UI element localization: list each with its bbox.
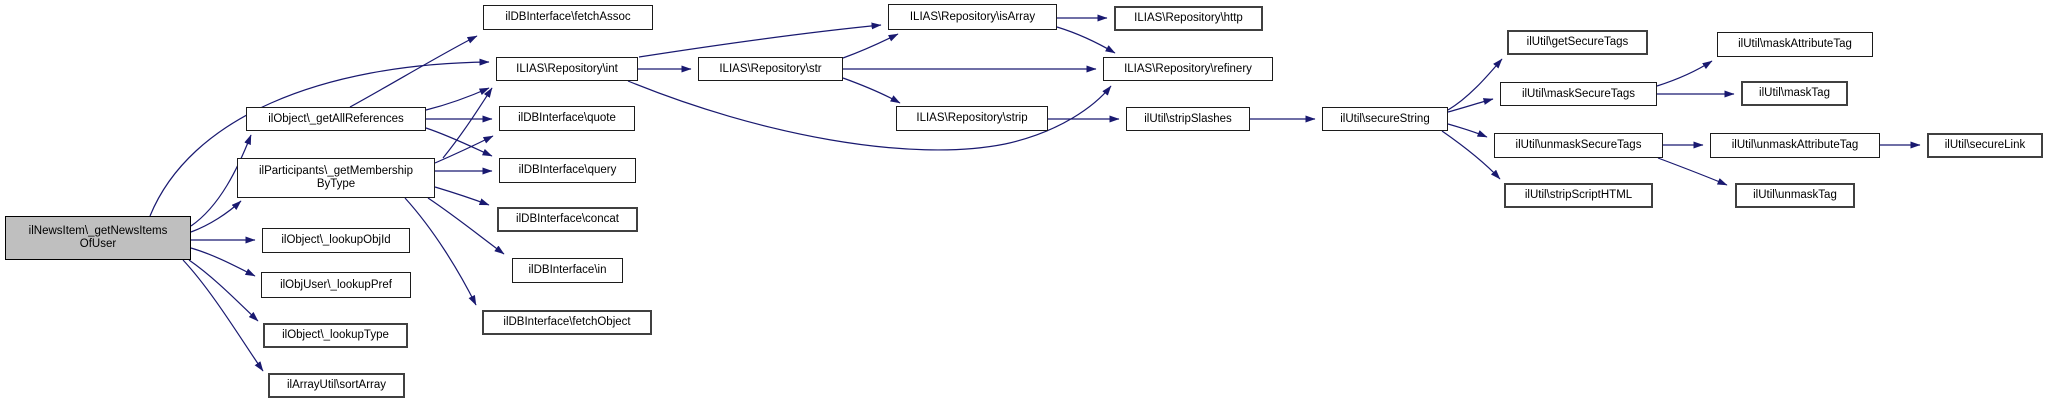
graph-node-label: ilUtil\unmaskTag (1753, 189, 1837, 201)
call-edge-repo-int-to-repo-refinery (627, 80, 1112, 151)
call-edge-repo-str-to-repo-strip (842, 77, 901, 104)
graph-node-strip-script-html[interactable]: ilUtil\stripScriptHTML (1504, 183, 1653, 208)
call-edge-secure-string-to-mask-secure-tags (1447, 98, 1494, 113)
graph-node-label: ilDBInterface\quote (518, 112, 616, 124)
graph-node-label: OfUser (79, 238, 117, 250)
graph-node-label: ilUtil\unmaskAttributeTag (1731, 139, 1859, 151)
graph-node-get-all-references[interactable]: ilObject\_getAllReferences (246, 107, 426, 131)
graph-node-label: ilDBInterface\fetchAssoc (505, 11, 631, 23)
graph-node-repo-str[interactable]: ILIAS\Repository\str (698, 57, 843, 81)
graph-node-label: ILIAS\Repository\http (1134, 12, 1243, 24)
call-edge-get-membership-by-type-to-quote (434, 135, 494, 164)
call-edge-secure-string-to-strip-script-html (1441, 130, 1501, 180)
graph-node-label: ilUtil\maskTag (1759, 87, 1830, 99)
call-edge-get-membership-by-type-to-fetch-object (404, 197, 477, 306)
graph-node-label: ilObject\_lookupType (282, 329, 389, 341)
graph-node-label: ilUtil\maskAttributeTag (1738, 38, 1852, 50)
graph-node-lookup-type[interactable]: ilObject\_lookupType (263, 323, 408, 348)
graph-node-label: ilArrayUtil\sortArray (286, 379, 387, 391)
call-edge-repo-is-array-to-repo-refinery (1056, 26, 1116, 54)
call-edge-secure-string-to-unmask-secure-tags (1447, 123, 1488, 138)
graph-node-lookup-obj-id[interactable]: ilObject\_lookupObjId (262, 228, 410, 253)
graph-node-label: ilObject\_lookupObjId (281, 234, 391, 246)
graph-node-repo-int[interactable]: ILIAS\Repository\int (496, 57, 638, 81)
call-edge-secure-string-to-get-secure-tags (1447, 58, 1503, 111)
call-edge-get-all-references-to-query (425, 127, 493, 157)
graph-node-query[interactable]: ilDBInterface\query (499, 158, 636, 183)
graph-node-label: ilDBInterface\concat (516, 213, 619, 225)
graph-node-label: ilParticipants\_getMembership (258, 165, 414, 177)
graph-node-mask-secure-tags[interactable]: ilUtil\maskSecureTags (1500, 82, 1657, 106)
call-edge-mask-secure-tags-to-mask-attribute-tag (1656, 60, 1713, 87)
graph-node-unmask-secure-tags[interactable]: ilUtil\unmaskSecureTags (1494, 133, 1663, 158)
call-edge-get-membership-by-type-to-concat (434, 186, 490, 206)
graph-node-label: ilUtil\secureString (1340, 112, 1430, 125)
graph-node-mask-tag[interactable]: ilUtil\maskTag (1741, 81, 1848, 106)
graph-node-label: ILIAS\Repository\int (516, 62, 618, 75)
graph-node-repo-strip[interactable]: ILIAS\Repository\strip (896, 106, 1048, 131)
graph-node-label: ilDBInterface\query (518, 164, 617, 176)
graph-node-label: ilDBInterface\in (528, 264, 607, 276)
graph-node-unmask-attribute-tag[interactable]: ilUtil\unmaskAttributeTag (1710, 133, 1880, 158)
graph-node-label: ilUtil\stripScriptHTML (1524, 189, 1633, 201)
graph-node-strip-slashes[interactable]: ilUtil\stripSlashes (1126, 107, 1250, 131)
call-edge-get-news-items-of-user-to-lookup-pref (190, 247, 256, 277)
graph-node-label: ByType (316, 178, 356, 190)
call-edge-repo-int-to-repo-is-array (638, 22, 882, 58)
graph-node-secure-link[interactable]: ilUtil\secureLink (1927, 133, 2043, 158)
call-edge-get-membership-by-type-to-repo-int (442, 87, 493, 159)
graph-node-sort-array[interactable]: ilArrayUtil\sortArray (268, 373, 405, 398)
call-edge-unmask-secure-tags-to-unmask-tag (1657, 157, 1728, 186)
graph-node-label: ilUtil\maskSecureTags (1521, 87, 1636, 100)
graph-node-label: ilUtil\unmaskSecureTags (1515, 139, 1642, 151)
call-edge-get-all-references-to-fetch-assoc (349, 35, 478, 108)
graph-node-lookup-pref[interactable]: ilObjUser\_lookupPref (261, 272, 411, 298)
graph-node-repo-http[interactable]: ILIAS\Repository\http (1114, 6, 1263, 31)
graph-node-label: ILIAS\Repository\isArray (909, 10, 1036, 23)
graph-node-repo-refinery[interactable]: ILIAS\Repository\refinery (1103, 57, 1273, 81)
call-edge-get-membership-by-type-to-in (427, 197, 505, 255)
graph-node-label: ILIAS\Repository\strip (916, 112, 1028, 124)
graph-node-secure-string[interactable]: ilUtil\secureString (1322, 107, 1448, 131)
graph-node-label: ILIAS\Repository\refinery (1124, 62, 1252, 75)
graph-node-label: ilNewsItem\_getNewsItems (28, 225, 168, 237)
graph-node-fetch-assoc[interactable]: ilDBInterface\fetchAssoc (483, 5, 653, 30)
graph-node-concat[interactable]: ilDBInterface\concat (497, 207, 638, 232)
call-edge-get-news-items-of-user-to-sort-array (182, 259, 264, 372)
graph-node-quote[interactable]: ilDBInterface\quote (499, 106, 635, 131)
graph-node-label: ilDBInterface\fetchObject (503, 316, 631, 328)
graph-node-label: ilUtil\getSecureTags (1526, 36, 1629, 48)
graph-node-mask-attribute-tag[interactable]: ilUtil\maskAttributeTag (1717, 32, 1873, 57)
call-edge-get-news-items-of-user-to-lookup-type (188, 259, 259, 322)
graph-node-label: ILIAS\Repository\str (719, 62, 822, 75)
graph-node-unmask-tag[interactable]: ilUtil\unmaskTag (1735, 183, 1855, 208)
graph-node-fetch-object[interactable]: ilDBInterface\fetchObject (482, 310, 652, 335)
graph-node-label: ilUtil\secureLink (1944, 139, 2026, 151)
graph-node-get-secure-tags[interactable]: ilUtil\getSecureTags (1507, 30, 1648, 55)
graph-node-in[interactable]: ilDBInterface\in (512, 258, 623, 283)
call-edge-get-news-items-of-user-to-get-all-references (190, 134, 252, 227)
graph-node-label: ilUtil\stripSlashes (1144, 112, 1232, 125)
graph-node-label: ilObjUser\_lookupPref (280, 278, 392, 291)
call-edge-get-news-items-of-user-to-get-membership-by-type (190, 200, 242, 233)
graph-node-repo-is-array[interactable]: ILIAS\Repository\isArray (888, 4, 1057, 30)
graph-node-label: ilObject\_getAllReferences (268, 112, 404, 125)
call-edge-repo-str-to-repo-is-array (842, 33, 899, 59)
